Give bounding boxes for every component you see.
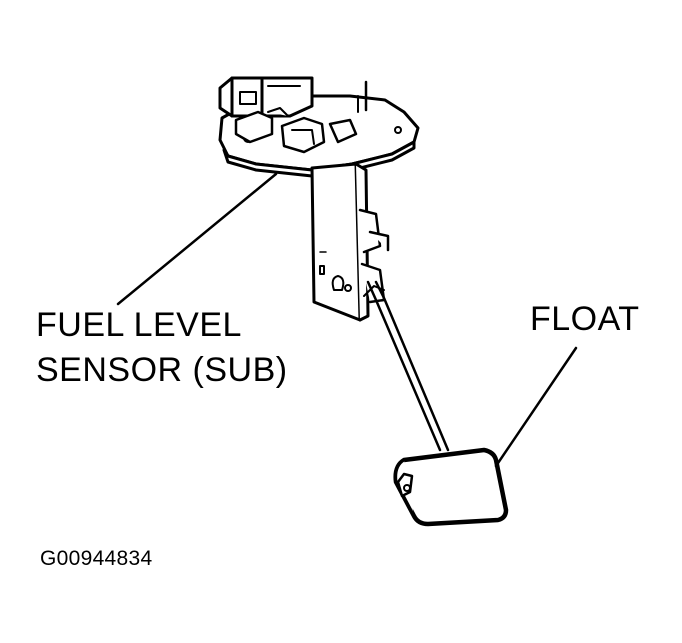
sensor-leader-line	[116, 172, 278, 306]
float-arm	[363, 280, 450, 452]
float-leader-line	[494, 346, 578, 468]
label-fuel-level: FUEL LEVEL	[36, 306, 242, 344]
label-float: FLOAT	[530, 300, 640, 338]
figure-id: G00944834	[40, 547, 153, 570]
wire-connector	[218, 76, 314, 118]
plate-fittings	[234, 107, 358, 154]
label-sensor-sub: SENSOR (SUB)	[36, 351, 288, 389]
float	[393, 447, 509, 527]
sensor-body	[310, 162, 390, 322]
